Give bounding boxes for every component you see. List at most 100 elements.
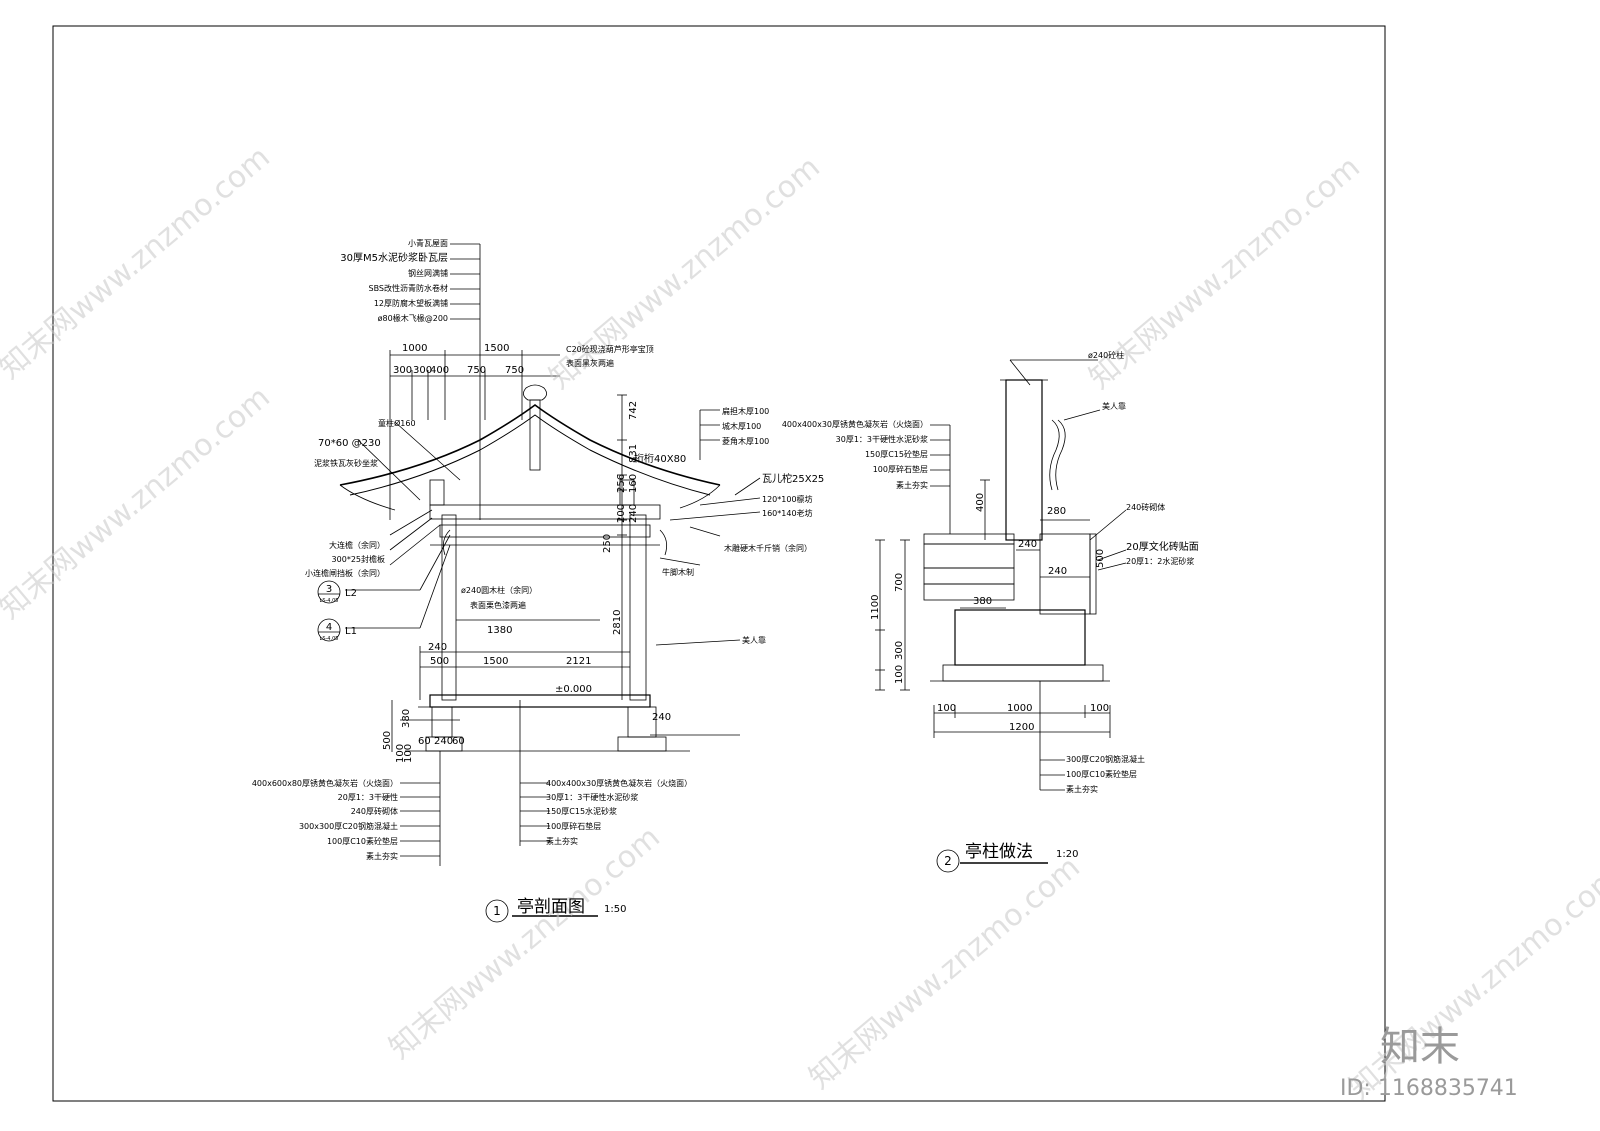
svg-text:素土夯实: 素土夯实 xyxy=(546,836,578,846)
svg-text:240: 240 xyxy=(628,504,639,523)
section-2-number: 2 xyxy=(944,854,952,868)
svg-text:100厚碎石垫层: 100厚碎石垫层 xyxy=(546,821,601,831)
svg-text:表面栗色漆两遍: 表面栗色漆两遍 xyxy=(470,600,526,610)
callout-4-circle xyxy=(317,618,341,642)
svg-text:300: 300 xyxy=(894,641,905,660)
section-1-scale: 1:50 xyxy=(604,904,626,915)
svg-text:300: 300 xyxy=(393,365,412,376)
watermark-layer: 知末网www.znzmo.com 知末网www.znzmo.com 知末网www… xyxy=(0,140,1600,1106)
svg-text:20厚文化砖贴面: 20厚文化砖贴面 xyxy=(1126,540,1199,553)
svg-text:表面黑灰两遍: 表面黑灰两遍 xyxy=(566,358,614,368)
svg-text:2121: 2121 xyxy=(566,656,591,667)
svg-text:60: 60 xyxy=(452,736,465,747)
column-detail xyxy=(875,359,1127,873)
svg-text:小青瓦屋面: 小青瓦屋面 xyxy=(408,238,448,248)
svg-text:300*25封檐板: 300*25封檐板 xyxy=(332,554,385,564)
svg-text:160: 160 xyxy=(628,474,639,493)
svg-text:1200: 1200 xyxy=(1009,722,1034,733)
svg-text:400: 400 xyxy=(975,493,986,512)
svg-text:400x600x80厚锈黄色凝灰岩（火烧面）: 400x600x80厚锈黄色凝灰岩（火烧面） xyxy=(252,778,398,788)
svg-text:240: 240 xyxy=(428,642,447,653)
svg-text:ø240圆木柱（余同）: ø240圆木柱（余同） xyxy=(461,585,537,595)
watermark-text: 知末网www.znzmo.com xyxy=(0,380,277,626)
svg-text:250: 250 xyxy=(602,534,613,553)
svg-text:美人靠: 美人靠 xyxy=(1102,401,1126,411)
svg-text:钢丝网满铺: 钢丝网满铺 xyxy=(408,268,448,278)
svg-text:240: 240 xyxy=(1048,566,1067,577)
svg-text:240: 240 xyxy=(434,736,453,747)
svg-text:C20砼现浇葫芦形亭宝顶: C20砼现浇葫芦形亭宝顶 xyxy=(566,344,654,354)
svg-text:牛脚木制: 牛脚木制 xyxy=(662,567,694,577)
svg-text:240: 240 xyxy=(1018,539,1037,550)
svg-text:素土夯实: 素土夯实 xyxy=(896,480,928,490)
svg-text:泥浆铁瓦灰砂坐浆: 泥浆铁瓦灰砂坐浆 xyxy=(314,458,378,468)
svg-text:380: 380 xyxy=(401,709,412,728)
svg-text:SBS改性沥青防水卷材: SBS改性沥青防水卷材 xyxy=(368,283,448,293)
svg-text:500: 500 xyxy=(382,731,393,750)
svg-text:100: 100 xyxy=(395,744,406,763)
svg-text:831: 831 xyxy=(628,444,639,463)
svg-text:700: 700 xyxy=(894,573,905,592)
svg-text:750: 750 xyxy=(467,365,486,376)
svg-text:240砖砌体: 240砖砌体 xyxy=(1126,502,1165,512)
svg-text:瓦儿柁25X25: 瓦儿柁25X25 xyxy=(762,472,824,485)
svg-text:100厚C10素砼垫层: 100厚C10素砼垫层 xyxy=(1066,769,1137,779)
svg-text:500: 500 xyxy=(1095,549,1106,568)
svg-text:LS-4.05: LS-4.05 xyxy=(320,598,339,604)
svg-text:400: 400 xyxy=(430,365,449,376)
svg-text:100: 100 xyxy=(894,665,905,684)
svg-text:100: 100 xyxy=(937,703,956,714)
svg-text:30厚M5水泥砂浆卧瓦层: 30厚M5水泥砂浆卧瓦层 xyxy=(340,251,448,264)
svg-text:300厚C20钢筋混凝土: 300厚C20钢筋混凝土 xyxy=(1066,754,1145,764)
svg-text:桁桁40X80: 桁桁40X80 xyxy=(634,452,686,465)
section-1-marker xyxy=(485,899,509,923)
svg-text:±0.000: ±0.000 xyxy=(555,684,592,695)
svg-text:童柱Ø160: 童柱Ø160 xyxy=(378,418,416,428)
svg-text:742: 742 xyxy=(628,401,639,420)
svg-text:30厚1：3干硬性水泥砂浆: 30厚1：3干硬性水泥砂浆 xyxy=(836,434,928,444)
svg-text:1500: 1500 xyxy=(483,656,508,667)
svg-text:菱角木厚100: 菱角木厚100 xyxy=(722,436,769,446)
svg-text:1100: 1100 xyxy=(870,595,881,620)
svg-text:1000: 1000 xyxy=(1007,703,1032,714)
watermark-text: 知末网www.znzmo.com xyxy=(0,140,277,386)
svg-text:256: 256 xyxy=(616,474,627,493)
svg-text:2810: 2810 xyxy=(612,610,623,635)
watermark-text: 知末网www.znzmo.com xyxy=(1083,150,1367,396)
svg-text:扁担木厚100: 扁担木厚100 xyxy=(722,406,769,416)
svg-text:3: 3 xyxy=(326,584,332,595)
svg-text:280: 280 xyxy=(1047,506,1066,517)
pavilion-section xyxy=(317,243,761,923)
svg-text:20厚1：2水泥砂浆: 20厚1：2水泥砂浆 xyxy=(1126,556,1194,566)
svg-text:1000: 1000 xyxy=(402,343,427,354)
callout-3-circle xyxy=(317,580,341,604)
svg-text:小连檐闸挡板（余同）: 小连檐闸挡板（余同） xyxy=(305,568,385,578)
svg-text:400x400x30厚锈黄色凝灰岩（火烧面）: 400x400x30厚锈黄色凝灰岩（火烧面） xyxy=(546,778,692,788)
svg-text:素土夯实: 素土夯实 xyxy=(1066,784,1098,794)
svg-text:750: 750 xyxy=(505,365,524,376)
svg-text:木雕硬木千斤销（余同）: 木雕硬木千斤销（余同） xyxy=(724,543,812,553)
svg-text:ø80椽木飞椽@200: ø80椽木飞椽@200 xyxy=(378,313,448,323)
svg-text:L1: L1 xyxy=(345,626,357,637)
section-2-marker xyxy=(936,849,960,873)
svg-text:60: 60 xyxy=(418,736,431,747)
svg-text:1380: 1380 xyxy=(487,625,512,636)
svg-text:100厚碎石垫层: 100厚碎石垫层 xyxy=(873,464,928,474)
svg-text:500: 500 xyxy=(430,656,449,667)
svg-text:城木厚100: 城木厚100 xyxy=(722,421,761,431)
svg-text:100: 100 xyxy=(1090,703,1109,714)
drawing-id: ID: 1168835741 xyxy=(1340,1076,1518,1101)
svg-text:70*60 @230: 70*60 @230 xyxy=(318,438,381,449)
svg-text:30厚1：3干硬性水泥砂浆: 30厚1：3干硬性水泥砂浆 xyxy=(546,792,638,802)
watermark-text: 知末网www.znzmo.com xyxy=(383,820,667,1066)
svg-text:300: 300 xyxy=(413,365,432,376)
sheet-frame xyxy=(52,25,1386,1102)
svg-text:ø240砼柱: ø240砼柱 xyxy=(1088,350,1124,360)
svg-text:LS-4.05: LS-4.05 xyxy=(320,636,339,642)
section-2-title: 亭柱做法 xyxy=(965,842,1033,862)
section-2-scale: 1:20 xyxy=(1056,849,1078,860)
brand-mark: 知末 xyxy=(1380,1024,1460,1070)
watermark-text: 知末网www.znzmo.com xyxy=(803,850,1087,1096)
section-1-labels: 小青瓦屋面 30厚M5水泥砂浆卧瓦层 钢丝网满铺 SBS改性沥青防水卷材 12厚… xyxy=(252,238,825,918)
